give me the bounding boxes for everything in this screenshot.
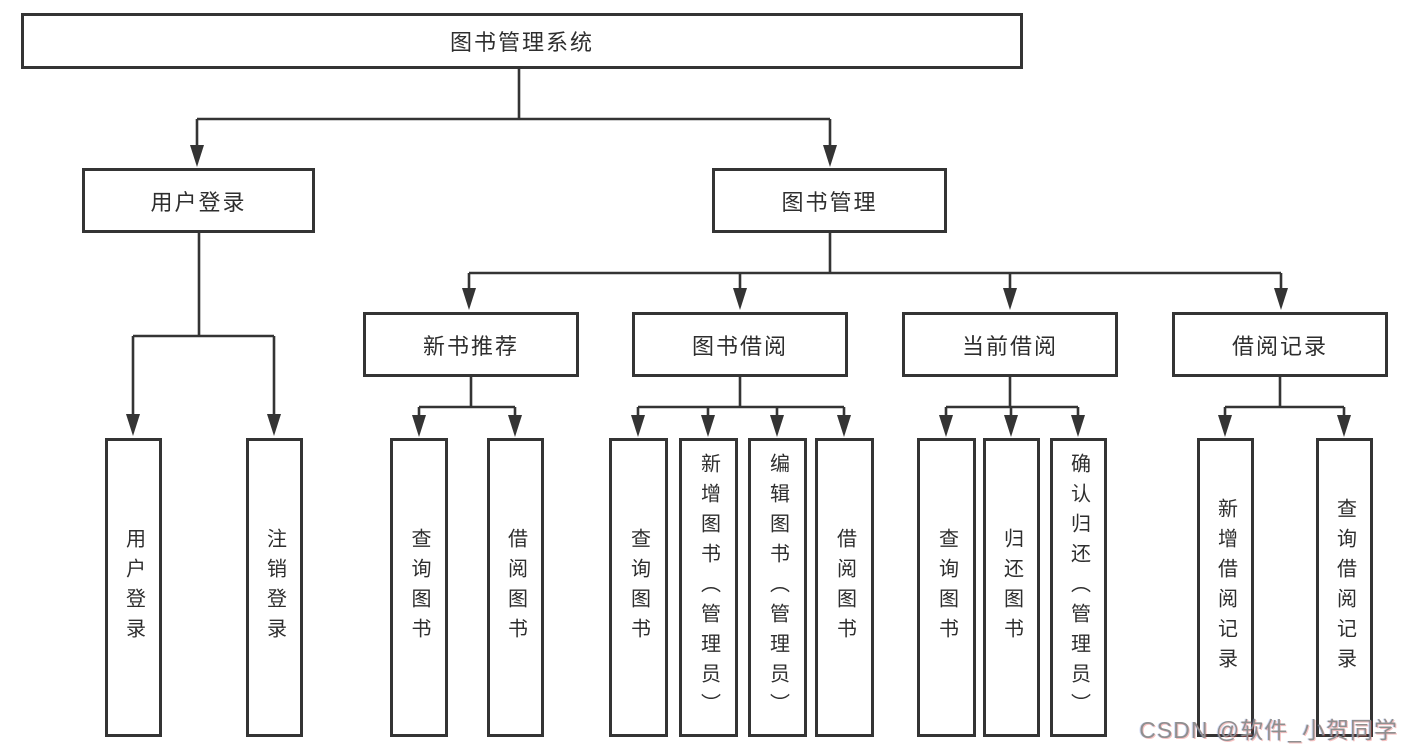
arrowheads-current-borrow: [939, 415, 1085, 437]
node-borrow-records: 借阅记录: [1172, 312, 1388, 377]
connector-borrow-records: [1223, 377, 1346, 417]
arrowheads-root: [190, 145, 837, 167]
leaf-add-books-admin-label: 新增图书（管理员）: [697, 452, 720, 723]
csdn-watermark: CSDN @软件_小贺同学: [1139, 717, 1398, 743]
connector-book-borrow: [636, 377, 846, 417]
leaf-query-books-1: 查询图书: [390, 438, 448, 737]
node-current-borrow: 当前借阅: [902, 312, 1118, 377]
leaf-confirm-return-admin-label: 确认归还（管理员）: [1067, 452, 1090, 723]
node-borrow-records-label: 借阅记录: [1231, 333, 1328, 359]
connector-book-management: [467, 233, 1283, 290]
leaf-borrow-books-2: 借阅图书: [815, 438, 874, 737]
leaf-return-books-label: 归还图书: [1000, 527, 1023, 648]
arrowheads-new-book-recommend: [412, 415, 522, 437]
node-user-login-label: 用户登录: [150, 189, 247, 215]
node-new-book-recommend: 新书推荐: [363, 312, 579, 377]
leaf-query-books-3-label: 查询图书: [935, 527, 958, 648]
connector-current-borrow: [944, 377, 1080, 417]
connector-new-book-recommend: [417, 377, 517, 417]
arrowheads-book-management: [462, 288, 1288, 310]
leaf-user-login-label: 用户登录: [122, 527, 145, 648]
leaf-query-borrow-record: 查询借阅记录: [1316, 438, 1373, 737]
leaf-borrow-books-2-label: 借阅图书: [833, 527, 856, 648]
leaf-query-books-2-label: 查询图书: [627, 527, 650, 648]
leaf-return-books: 归还图书: [983, 438, 1040, 737]
leaf-add-books-admin: 新增图书（管理员）: [679, 438, 738, 737]
node-book-borrow-label: 图书借阅: [691, 333, 788, 359]
node-book-borrow: 图书借阅: [632, 312, 848, 377]
connector-user-login: [131, 233, 276, 416]
leaf-edit-books-admin-label: 编辑图书（管理员）: [766, 452, 789, 723]
leaf-add-borrow-record-label: 新增借阅记录: [1214, 497, 1237, 678]
node-user-login: 用户登录: [82, 168, 315, 233]
leaf-borrow-books-1: 借阅图书: [487, 438, 544, 737]
node-book-management: 图书管理: [712, 168, 947, 233]
arrowheads-user-login: [126, 414, 281, 436]
leaf-query-books-1-label: 查询图书: [408, 527, 430, 648]
leaf-logout: 注销登录: [246, 438, 303, 737]
leaf-user-login: 用户登录: [105, 438, 162, 737]
node-current-borrow-label: 当前借阅: [961, 333, 1058, 359]
arrowheads-book-borrow: [631, 415, 851, 437]
node-new-book-recommend-label: 新书推荐: [422, 333, 519, 359]
leaf-confirm-return-admin: 确认归还（管理员）: [1050, 438, 1107, 737]
leaf-query-books-2: 查询图书: [609, 438, 668, 737]
node-root-library-system: 图书管理系统: [21, 13, 1023, 69]
arrowheads-borrow-records: [1218, 415, 1351, 437]
leaf-borrow-books-1-label: 借阅图书: [504, 527, 527, 648]
leaf-query-borrow-record-label: 查询借阅记录: [1333, 497, 1356, 678]
leaf-logout-label: 注销登录: [263, 527, 286, 648]
leaf-add-borrow-record: 新增借阅记录: [1197, 438, 1254, 737]
leaf-query-books-3: 查询图书: [917, 438, 976, 737]
node-root-label: 图书管理系统: [449, 30, 594, 55]
connector-root: [195, 69, 832, 147]
node-book-management-label: 图书管理: [781, 189, 878, 215]
leaf-edit-books-admin: 编辑图书（管理员）: [748, 438, 807, 737]
